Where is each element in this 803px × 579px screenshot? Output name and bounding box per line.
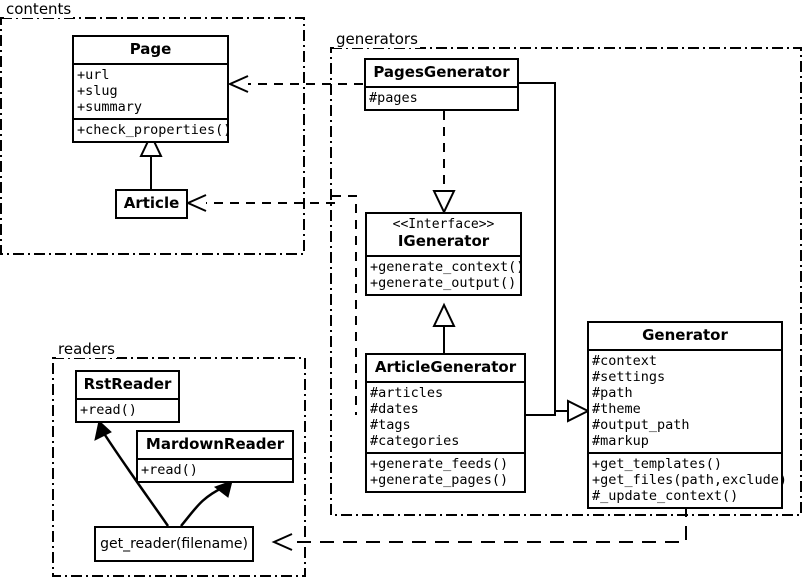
class-box-article[interactable]: Article [115,189,188,219]
function-label-get-reader: get_reader(filename) [100,536,248,552]
package-frame-readers [52,357,306,577]
class-attributes-page: +url +slug +summary [74,63,227,118]
class-title-mardownreader: MardownReader [145,435,285,453]
package-label-readers: readers [56,340,117,358]
attribute-item: #output_path [592,417,690,433]
attribute-item: #dates [370,401,419,417]
function-box-get-reader[interactable]: get_reader(filename) [94,526,254,562]
class-box-articlegenerator[interactable]: ArticleGenerator #articles #dates #tags … [365,353,526,493]
class-methods-articlegenerator: +generate_feeds() +generate_pages() [367,452,524,491]
attribute-item: #context [592,353,658,369]
method-item: +read() [141,462,198,478]
package-label-contents: contents [4,0,74,18]
method-item: +read() [80,402,137,418]
attribute-item: #path [592,385,633,401]
package-frame-generators [330,47,802,516]
generalization-article-page [139,132,163,189]
method-item: +generate_feeds() [370,456,509,472]
attribute-item: #pages [369,90,418,106]
class-box-page[interactable]: Page +url +slug +summary +check_properti… [72,35,232,143]
class-title-articlegenerator: ArticleGenerator [374,358,517,376]
class-methods-page: +check_properties() [74,118,232,141]
method-item: +generate_pages() [370,472,509,488]
class-title-rstreader: RstReader [83,375,172,393]
class-stereotype-igenerator: <<Interface>> [392,217,495,232]
generators-inner-guide [332,195,357,415]
attribute-item: +summary [77,99,143,115]
class-methods-rstreader: +read() [77,398,178,421]
class-attributes-generator: #context #settings #path #theme #output_… [589,349,781,452]
attribute-item: #theme [592,401,641,417]
class-title-igenerator: IGenerator [397,232,490,250]
generalization-articlegenerator-igenerator [432,302,456,353]
class-box-pagesgenerator[interactable]: PagesGenerator #pages [364,58,519,111]
dependency-articlegenerator-article [185,194,335,212]
generalization-articlegenerator-generator [526,411,556,416]
class-box-igenerator[interactable]: <<Interface>> IGenerator +generate_conte… [365,212,525,296]
attribute-item: #markup [592,433,649,449]
generalization-arrowhead-generator [567,399,591,423]
class-methods-igenerator: +generate_context() +generate_output() [367,255,525,294]
method-item: +get_files(path,exclude) [592,472,788,488]
attribute-item: #tags [370,417,411,433]
association-getreader-mardownreader [180,480,233,527]
method-item: +get_templates() [592,456,723,472]
class-box-mardownreader[interactable]: MardownReader +read() [136,430,294,483]
method-item: #_update_context() [592,488,739,504]
package-label-generators: generators [334,30,420,48]
dependency-pagesgenerator-page [227,75,363,93]
class-title-page: Page [129,40,172,58]
class-attributes-articlegenerator: #articles #dates #tags #categories [367,381,524,452]
method-item: +generate_context() [370,259,525,275]
class-methods-generator: +get_templates() +get_files(path,exclude… [589,452,788,507]
attribute-item: +url [77,67,110,83]
class-box-generator[interactable]: Generator #context #settings #path #them… [587,321,788,509]
attribute-item: +slug [77,83,118,99]
association-getreader-rstreader [94,420,170,527]
dependency-generator-getreader [271,503,687,551]
class-title-pagesgenerator: PagesGenerator [373,63,510,81]
attribute-item: #settings [592,369,666,385]
method-item: +generate_output() [370,275,517,291]
realization-pagesgenerator-igenerator [432,111,456,215]
class-methods-mardownreader: +read() [138,458,292,481]
class-box-rstreader[interactable]: RstReader +read() [75,370,180,423]
class-header-igenerator: <<Interface>> IGenerator [367,214,520,255]
method-item: +check_properties() [77,122,232,138]
class-title-article: Article [123,194,180,212]
attribute-item: #articles [370,385,444,401]
attribute-item: #categories [370,433,460,449]
generalization-pagesgenerator-generator [519,82,568,412]
class-title-generator: Generator [642,326,728,344]
class-attributes-pagesgenerator: #pages [366,86,517,109]
